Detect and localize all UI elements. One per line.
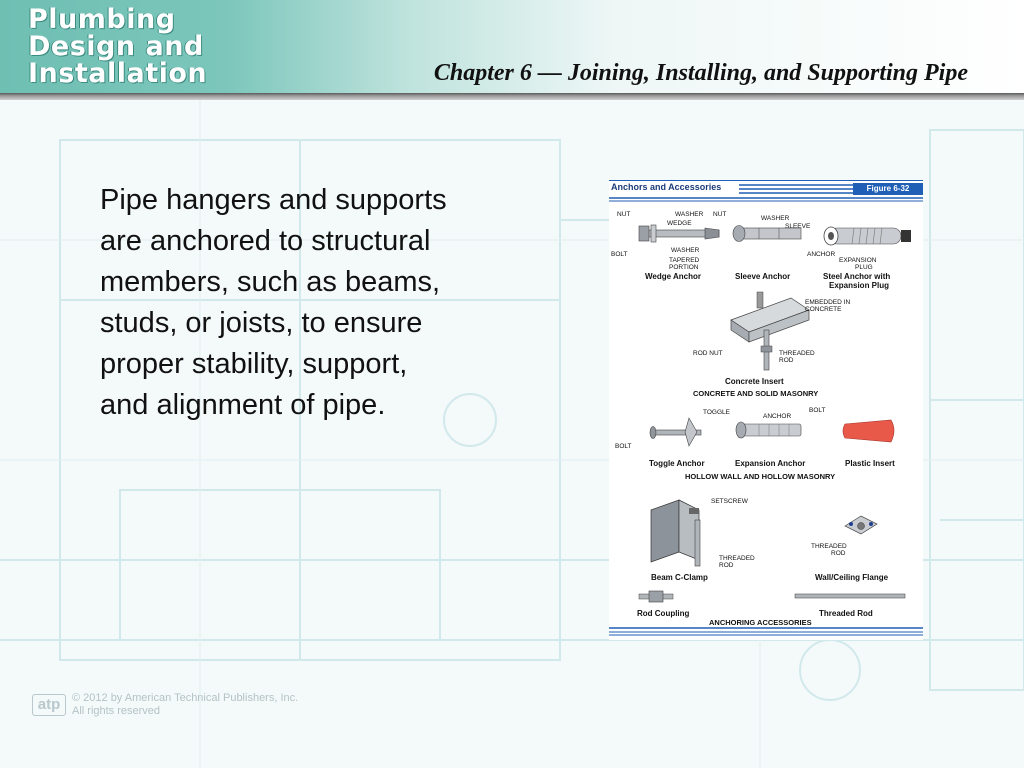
caption-steel-anchor: Expansion Plug [829,281,890,290]
publisher-logo: atp [32,694,66,716]
brand-logo: Plumbing Design and Installation [28,6,268,87]
body-line: and alignment of pipe. [100,389,386,421]
wedge-anchor-illustration [638,224,720,243]
label-anchor: ANCHOR [763,413,792,420]
logo-line: Installation [28,58,208,89]
anchors-figure: Anchors and Accessories Figure 6-32 [609,180,923,640]
section-hollow: HOLLOW WALL AND HOLLOW MASONRY [685,472,836,481]
body-line: Pipe hangers and supports [100,184,447,216]
label-nut: NUT [713,211,727,218]
caption-wedge-anchor: Wedge Anchor [645,272,702,281]
label-washer: WASHER [675,211,704,218]
copyright-text: © 2012 by American Technical Publishers,… [72,692,298,718]
header-bar: Plumbing Design and Installation Chapter… [0,0,1024,100]
caption-plastic-insert: Plastic Insert [845,459,895,468]
label-bolt: BOLT [611,251,628,258]
label-bolt: BOLT [615,443,632,450]
label-rod-nut: ROD NUT [693,350,723,357]
label-expansion: EXPANSION [839,257,877,264]
caption-toggle-anchor: Toggle Anchor [649,459,705,468]
rod-coupling-illustration [638,590,674,603]
label-plug: PLUG [855,264,873,271]
threaded-rod-illustration [794,593,906,599]
copyright-line: © 2012 by American Technical Publishers,… [72,692,299,704]
label-anchor: ANCHOR [807,251,836,258]
body-line: members, such as beams, [100,266,441,298]
label-embedded: CONCRETE [805,306,842,313]
label-embedded: EMBEDDED IN [805,299,851,306]
label-washer: WASHER [671,247,700,254]
caption-beam-clamp: Beam C-Clamp [651,573,708,582]
label-rod: ROD [779,357,794,364]
toggle-anchor-illustration [649,417,702,447]
label-threaded: THREADED [779,350,815,357]
section-concrete: CONCRETE AND SOLID MASONRY [693,389,819,398]
sleeve-anchor-illustration [732,225,802,242]
caption-expansion-anchor: Expansion Anchor [735,459,806,468]
steel-anchor-illustration [823,226,911,246]
body-line: proper stability, support, [100,348,408,380]
label-threaded: THREADED [811,543,847,550]
label-toggle: TOGGLE [703,409,730,416]
caption-steel-anchor: Steel Anchor with [823,272,891,281]
label-nut: NUT [617,211,631,218]
plastic-insert-illustration [842,419,895,443]
label-portion: PORTION [669,264,699,271]
caption-sleeve-anchor: Sleeve Anchor [735,272,791,281]
figure-number: Figure 6-32 [853,183,923,195]
chapter-title: Chapter 6 — Joining, Installing, and Sup… [433,60,968,86]
caption-wall-flange: Wall/Ceiling Flange [815,573,889,582]
body-paragraph: Pipe hangers and supports are anchored t… [100,180,530,426]
label-threaded: THREADED [719,555,755,562]
caption-threaded-rod: Threaded Rod [819,609,873,618]
header-rule [0,93,1024,100]
section-accessories: ANCHORING ACCESSORIES [709,618,812,627]
caption-rod-coupling: Rod Coupling [637,609,690,618]
wall-flange-illustration [844,515,878,535]
logo-line: Plumbing [28,4,176,35]
label-washer: WASHER [761,215,790,222]
label-rod: ROD [831,550,846,557]
label-bolt: BOLT [809,407,826,414]
figure-header: Anchors and Accessories Figure 6-32 [609,180,923,202]
label-tapered: TAPERED [669,257,700,264]
rights-line: All rights reserved [72,705,161,717]
anchor-illustrations [609,224,923,636]
figure-header-rules [609,180,923,202]
concrete-insert-illustration [730,291,810,371]
body-line: are anchored to structural [100,225,431,257]
label-sleeve: SLEEVE [785,223,811,230]
beam-clamp-illustration [650,499,701,567]
label-rod: ROD [719,562,734,569]
body-line: studs, or joists, to ensure [100,307,423,339]
label-wedge: WEDGE [667,220,692,227]
expansion-anchor-illustration [735,421,802,439]
caption-concrete-insert: Concrete Insert [725,377,784,386]
figure-title: Anchors and Accessories [611,182,722,192]
logo-line: Design and [28,31,204,62]
label-setscrew: SETSCREW [711,498,748,505]
